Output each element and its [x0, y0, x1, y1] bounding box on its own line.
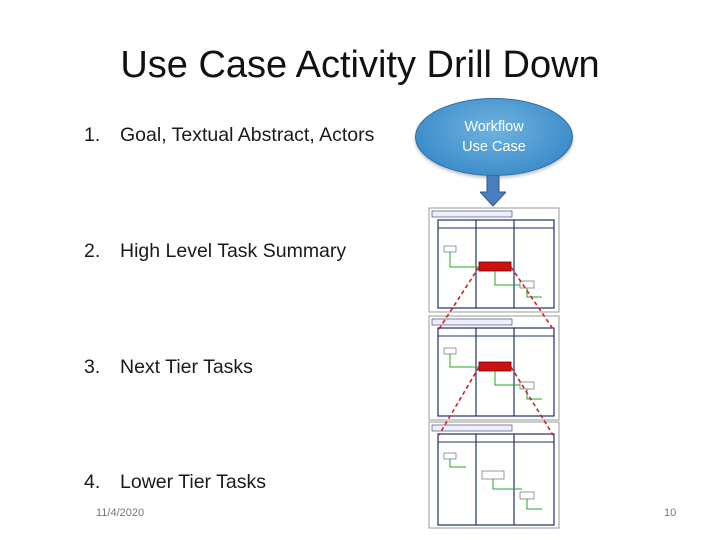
workflow-use-case-oval: Workflow Use Case — [415, 98, 573, 176]
diagram-panel-2 — [428, 315, 560, 421]
highlighted-task — [478, 361, 512, 372]
diagram-panel-3 — [428, 421, 560, 529]
list-text: Lower Tier Tasks — [120, 471, 266, 493]
list-number: 1. — [84, 124, 101, 146]
page-number: 10 — [664, 507, 677, 519]
highlighted-task — [478, 261, 512, 272]
oval-line-2: Use Case — [462, 139, 526, 155]
list-item-high-level: 2. High Level Task Summary — [84, 240, 346, 263]
oval-line-1: Workflow — [464, 119, 524, 135]
activity-diagram-thumbnails — [428, 207, 560, 529]
list-text: High Level Task Summary — [120, 240, 347, 262]
slide-title: Use Case Activity Drill Down — [120, 44, 600, 86]
footer-date: 11/4/2020 — [96, 507, 145, 519]
diagram-panel-1 — [428, 207, 560, 313]
down-arrow-icon — [480, 175, 506, 207]
list-item-next-tier: 3. Next Tier Tasks — [84, 356, 253, 379]
list-number: 2. — [84, 240, 101, 262]
list-number: 4. — [84, 471, 101, 493]
list-item-goal: 1. Goal, Textual Abstract, Actors — [84, 124, 374, 147]
drill-down-connectors — [438, 266, 554, 436]
list-item-lower-tier: 4. Lower Tier Tasks — [84, 471, 266, 494]
list-number: 3. — [84, 356, 101, 378]
list-text: Goal, Textual Abstract, Actors — [120, 124, 375, 146]
list-text: Next Tier Tasks — [120, 356, 253, 378]
